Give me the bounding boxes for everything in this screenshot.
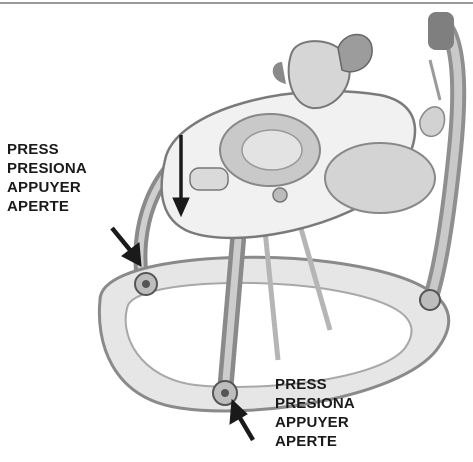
arch-top-cap bbox=[428, 12, 454, 50]
bottom-press-instructions: PRESS PRESIONA APPUYER APERTE bbox=[275, 375, 355, 451]
instruction-fr: APPUYER bbox=[275, 413, 355, 432]
instruction-en: PRESS bbox=[275, 375, 355, 394]
hanging-toy bbox=[430, 60, 440, 100]
instruction-pt: APERTE bbox=[7, 197, 87, 216]
instruction-es: PRESIONA bbox=[275, 394, 355, 413]
instruction-fr: APPUYER bbox=[7, 178, 87, 197]
seat-pad bbox=[325, 143, 435, 213]
tray-toy bbox=[190, 168, 228, 190]
tray-knob bbox=[273, 188, 287, 202]
instruction-en: PRESS bbox=[7, 140, 87, 159]
right-joint bbox=[420, 290, 440, 310]
instruction-es: PRESIONA bbox=[7, 159, 87, 178]
left-press-instructions: PRESS PRESIONA APPUYER APERTE bbox=[7, 140, 87, 216]
instruction-pt: APERTE bbox=[275, 432, 355, 451]
